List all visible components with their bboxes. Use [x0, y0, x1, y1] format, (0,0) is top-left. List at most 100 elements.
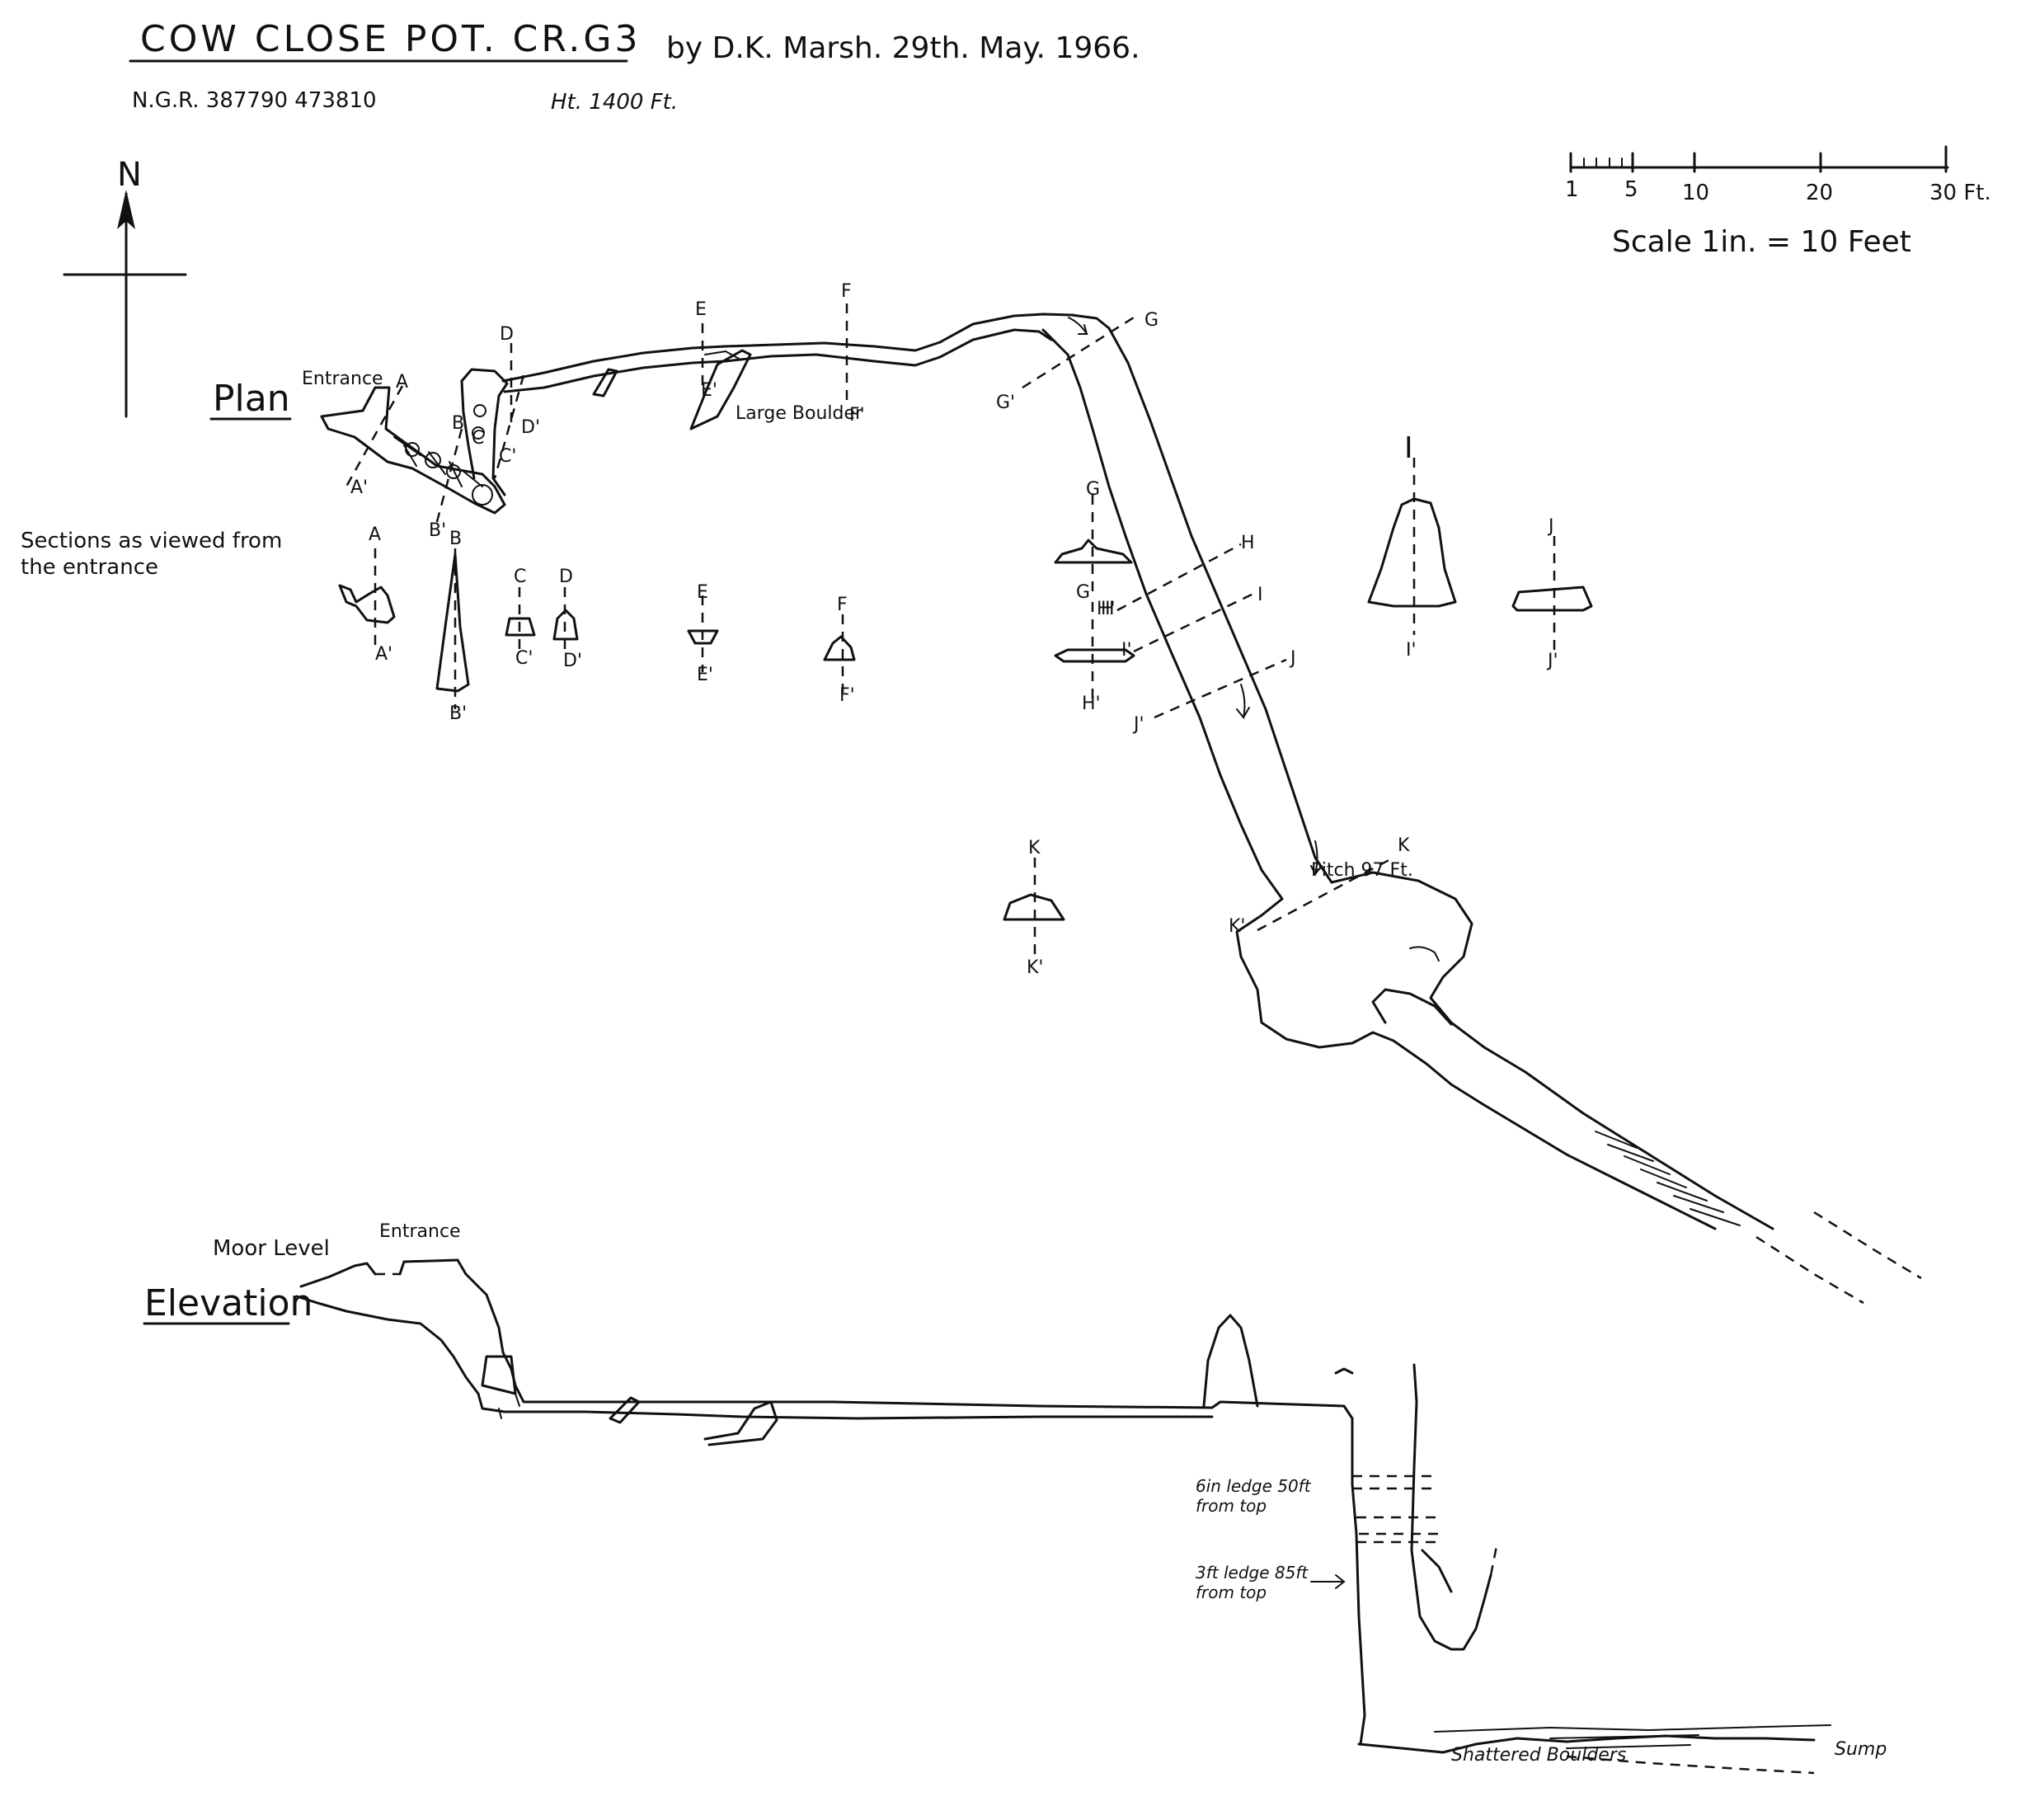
plan-letter-C-prime: C': [499, 446, 516, 467]
ledge-85ft-label: 3ft ledge 85ft from top: [1196, 1563, 1309, 1602]
section-D: D D': [552, 567, 582, 671]
survey-byline: by D.K. Marsh. 29th. May. 1966.: [666, 31, 1140, 65]
shaft-east-wall: [1410, 1363, 1492, 1651]
plan-letter-D: D: [500, 324, 514, 345]
grid-reference: N.G.R. 387790 473810: [132, 88, 377, 113]
section-letter-B: B: [449, 529, 462, 549]
altitude: Ht. 1400 Ft.: [551, 90, 678, 115]
plan-main-passage-north-wall: [501, 313, 1111, 383]
section-letter-D: D: [559, 567, 573, 587]
plan-letter-K-prime: K': [1229, 916, 1245, 937]
plan-letter-H: H: [1241, 533, 1255, 553]
scale-caption: Scale 1in. = 10 Feet: [1612, 225, 1911, 259]
moor-level-label: Moor Level: [213, 1236, 330, 1261]
section-letter-C: C: [514, 567, 526, 587]
cross-sections: A A' B B' C C' D D' E E': [338, 431, 1593, 978]
elevation-roof: [456, 1258, 1366, 1746]
section-letter-K-prime: K': [1027, 957, 1043, 978]
elevation-floor: [295, 1295, 1214, 1420]
section-letter-C-prime: C': [515, 648, 533, 669]
section-C: C C': [505, 567, 536, 669]
section-G: G G': [1054, 479, 1133, 603]
moor-surface: [299, 1258, 459, 1288]
ledge-50ft-label: 6in ledge 50ft from top: [1196, 1476, 1311, 1516]
north-label: N: [117, 156, 142, 194]
plan-letter-B: B: [452, 413, 464, 434]
arrow-icon: [1409, 946, 1440, 962]
section-letter-J: J: [1547, 516, 1554, 537]
plan-letter-D-prime: D': [521, 417, 540, 438]
section-letter-G: G: [1086, 479, 1100, 500]
plan-letter-C: C: [472, 428, 484, 449]
sump-label: Sump: [1835, 1739, 1887, 1760]
section-letter-F: F: [837, 595, 848, 615]
plan-letter-K: K: [1398, 835, 1410, 856]
scale-tick-20: 20: [1806, 181, 1833, 205]
scale-bar: 1 5 10 20 30 Ft. Scale 1in. = 10 Feet: [1565, 145, 1991, 259]
plan-letter-J-prime: J': [1132, 714, 1144, 735]
section-E: E E': [687, 582, 719, 685]
section-H: H H': [1054, 599, 1135, 714]
plan-view: Plan Entrance Large Boulder Pitch 97 Ft.: [209, 281, 1922, 1305]
plan-letter-G-prime: G': [996, 393, 1015, 413]
ledge-arrow-icon: [1310, 1574, 1346, 1589]
section-letter-I-prime: I': [1406, 640, 1417, 661]
elevation-view: Elevation Moor Level Entrance 6in ledge …: [143, 1221, 1887, 1775]
section-letter-H-prime: H': [1082, 694, 1101, 714]
plan-letter-I: I: [1257, 585, 1263, 605]
survey-title: COW CLOSE POT. CR.G3: [140, 18, 641, 60]
north-arrow-icon: N: [63, 156, 187, 418]
section-letter-A-prime: A': [375, 644, 392, 665]
section-letter-G-prime: G': [1076, 582, 1095, 603]
scale-tick-1: 1: [1565, 177, 1579, 202]
section-letter-D-prime: D': [563, 651, 582, 671]
section-A: A A': [338, 524, 396, 665]
section-I: I I': [1367, 431, 1457, 661]
sections-note-text: Sections as viewed from the entrance: [21, 529, 283, 580]
section-J: J J': [1511, 516, 1593, 671]
section-letter-H: H: [1101, 599, 1115, 619]
plan-heading: Plan: [213, 378, 290, 420]
plan-letter-A: A: [396, 372, 408, 393]
elevation-aven: [1202, 1314, 1259, 1408]
section-letter-K: K: [1028, 838, 1041, 858]
section-letter-J-prime: J': [1546, 651, 1558, 671]
plan-letter-E-prime: E': [701, 380, 717, 401]
plan-letter-J: J: [1289, 648, 1296, 669]
section-letter-I: I: [1404, 431, 1413, 465]
plan-rift-west-wall: [1041, 328, 1284, 901]
plan-letter-E: E: [695, 299, 707, 320]
large-boulder-label: Large Boulder: [736, 403, 863, 424]
plan-entrance-label: Entrance: [302, 369, 383, 389]
section-B: B B': [435, 529, 470, 724]
plan-letter-F-prime: F': [849, 405, 865, 426]
plan-letter-G: G: [1144, 310, 1158, 331]
sections-note: Sections as viewed from the entrance: [21, 529, 283, 580]
section-letter-E: E: [697, 582, 708, 603]
section-K: K K': [1003, 838, 1065, 978]
section-F: F F': [823, 595, 856, 706]
plan-letter-B-prime: B': [429, 520, 446, 541]
plan-entrance-passage: [320, 386, 506, 515]
plan-letter-F: F: [841, 281, 852, 302]
sump-floor: [1357, 1734, 1816, 1754]
plan-pitch-chamber: [1235, 897, 1717, 1230]
scale-tick-5: 5: [1624, 177, 1638, 202]
plan-letter-H-prime: H': [1097, 599, 1116, 619]
elevation-entrance-label: Entrance: [379, 1221, 461, 1242]
section-letter-B-prime: B': [449, 703, 467, 724]
plan-letter-A-prime: A': [350, 477, 368, 498]
section-letter-F-prime: F': [839, 685, 855, 706]
scale-tick-30: 30 Ft.: [1929, 181, 1991, 205]
plan-rift-east-wall: [1107, 327, 1333, 884]
elevation-heading: Elevation: [144, 1282, 313, 1324]
title-block: COW CLOSE POT. CR.G3 by D.K. Marsh. 29th…: [129, 18, 1140, 115]
pitch-label: Pitch 97 Ft.: [1311, 860, 1413, 881]
section-letter-E-prime: E': [697, 665, 713, 685]
shattered-boulders-label: Shattered Boulders: [1451, 1745, 1626, 1766]
scale-tick-10: 10: [1682, 181, 1709, 205]
plan-main-passage-south-wall: [503, 328, 1053, 393]
section-letter-A: A: [369, 524, 381, 545]
large-boulder: [689, 349, 752, 430]
